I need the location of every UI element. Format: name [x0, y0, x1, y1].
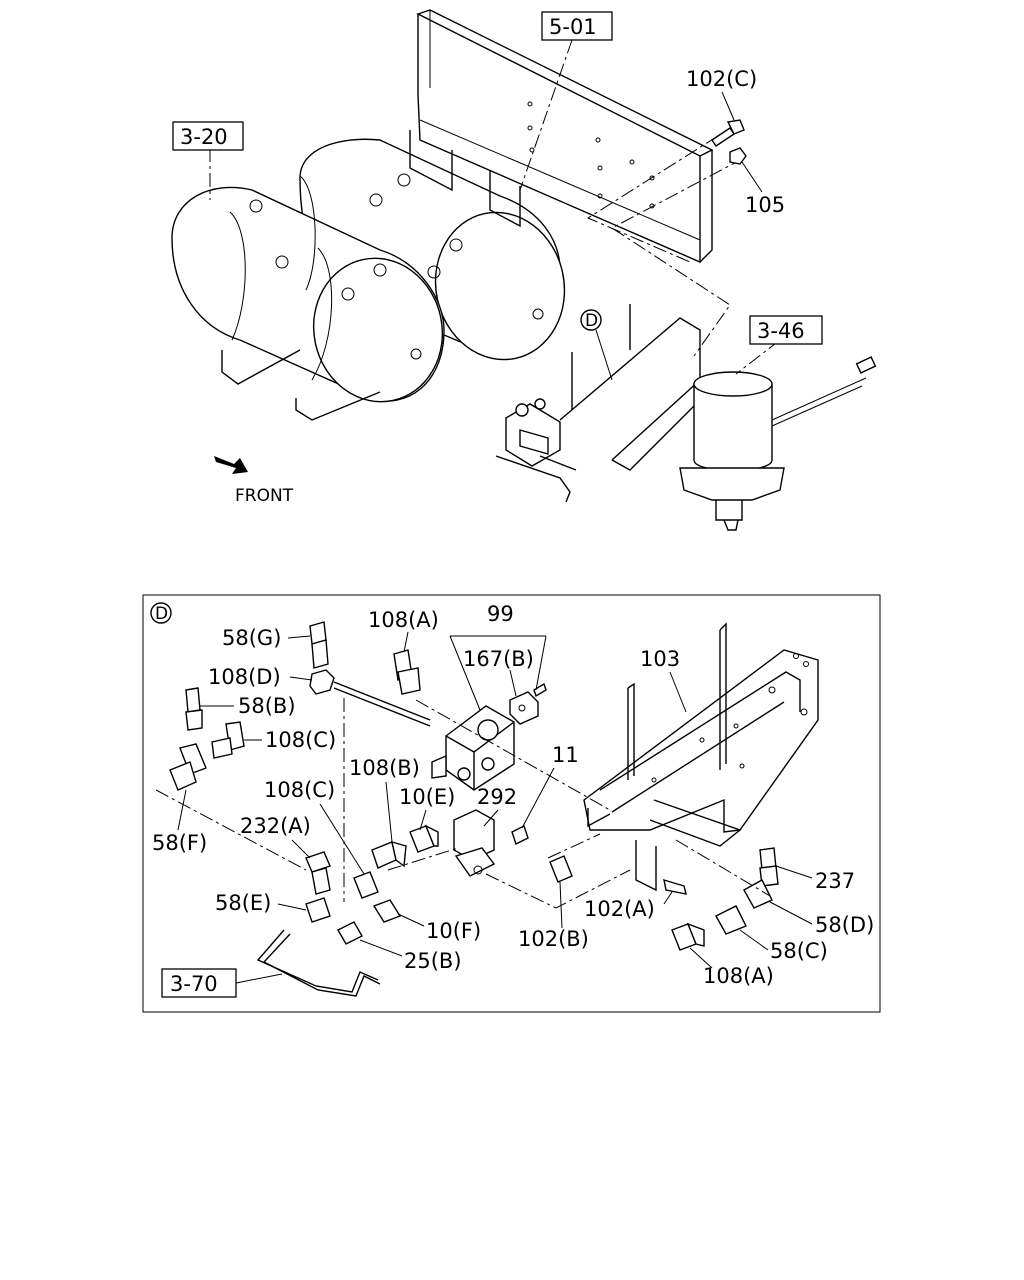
- elbow-108a-bot-icon: [671, 922, 705, 951]
- valve-bracket-assembly: [495, 304, 701, 503]
- screw-167b-icon: [533, 682, 547, 698]
- tee-58f-icon: [169, 743, 207, 791]
- air-dryer: [679, 356, 877, 531]
- bolt-102c-icon: [711, 119, 745, 147]
- pipe-3-70: [256, 929, 379, 993]
- fitting-58b-icon: [185, 687, 203, 731]
- label-58c: 58(C): [770, 939, 828, 963]
- part-167b-icon: [509, 691, 539, 725]
- front-label: FRONT: [235, 486, 294, 506]
- label-108d: 108(D): [208, 665, 281, 689]
- ref-box-3-70: 3-70: [161, 968, 283, 998]
- elbow-108a-top-icon: [393, 649, 421, 695]
- label-103: 103: [640, 647, 680, 671]
- svg-text:D: D: [155, 604, 168, 624]
- label-102a: 102(A): [584, 897, 655, 921]
- fitting-58e-icon: [305, 897, 331, 923]
- elbow-108b-icon: [371, 841, 407, 869]
- label-99: 99: [487, 602, 514, 626]
- label-237: 237: [815, 869, 855, 893]
- label-58g: 58(G): [222, 626, 281, 650]
- air-tanks: [171, 130, 566, 421]
- bolt-102a-icon: [663, 878, 687, 895]
- svg-text:D: D: [585, 311, 598, 331]
- label-167b: 167(B): [463, 647, 534, 671]
- label-105: 105: [745, 193, 785, 217]
- coupler-58c-icon: [715, 905, 747, 935]
- label-108c-a: 108(C): [265, 728, 336, 752]
- label-58b: 58(B): [238, 694, 296, 718]
- tube-line: [333, 681, 431, 721]
- label-11: 11: [552, 743, 579, 767]
- frame-rail: [416, 9, 714, 264]
- fitting-10e-icon: [409, 824, 439, 853]
- label-10e: 10(E): [399, 785, 455, 809]
- elbow-10f-icon: [372, 899, 402, 923]
- label-58d: 58(D): [815, 913, 874, 937]
- detail-marker-d: D: [150, 602, 172, 624]
- label-58e: 58(E): [215, 891, 271, 915]
- ref-box-3-46: 3-46: [749, 315, 823, 345]
- label-108a-top: 108(A): [368, 608, 439, 632]
- ref-box-3-20: 3-20: [172, 121, 244, 151]
- label-108b: 108(B): [349, 756, 420, 780]
- detail-marker-d-top: D: [580, 309, 613, 381]
- label-292: 292: [477, 785, 517, 809]
- fitting-58g-icon: [309, 621, 329, 669]
- front-arrow-icon: [214, 456, 248, 474]
- ref-box-5-01: 5-01: [541, 11, 613, 41]
- label-58f: 58(F): [152, 831, 207, 855]
- label-25b: 25(B): [404, 949, 462, 973]
- elbow-108d-icon: [309, 669, 335, 695]
- svg-text:5-01: 5-01: [549, 15, 597, 39]
- label-108c-b: 108(C): [264, 778, 335, 802]
- tee-232a-icon: [305, 851, 331, 895]
- detail-d-frame: [142, 594, 881, 1013]
- label-102b: 102(B): [518, 927, 589, 951]
- label-108a-bot: 108(A): [703, 964, 774, 988]
- elbow-108c-a-icon: [211, 721, 245, 759]
- bolt-102b-icon: [549, 855, 573, 883]
- valve-99: [431, 705, 515, 791]
- label-102c: 102(C): [686, 67, 757, 91]
- bracket-103: [583, 622, 819, 892]
- label-10f: 10(F): [426, 919, 481, 943]
- elbow-108c-b-icon: [353, 871, 379, 899]
- label-232a: 232(A): [240, 814, 311, 838]
- elbow-58d-icon: [743, 879, 773, 909]
- nut-105-icon: [729, 147, 747, 165]
- svg-text:3-70: 3-70: [170, 972, 218, 996]
- plug-11-icon: [511, 825, 529, 845]
- svg-text:3-20: 3-20: [180, 125, 228, 149]
- svg-text:3-46: 3-46: [757, 319, 805, 343]
- valve-292-icon: [453, 809, 496, 877]
- fitting-237-icon: [759, 847, 779, 887]
- switch-25b-icon: [337, 921, 363, 945]
